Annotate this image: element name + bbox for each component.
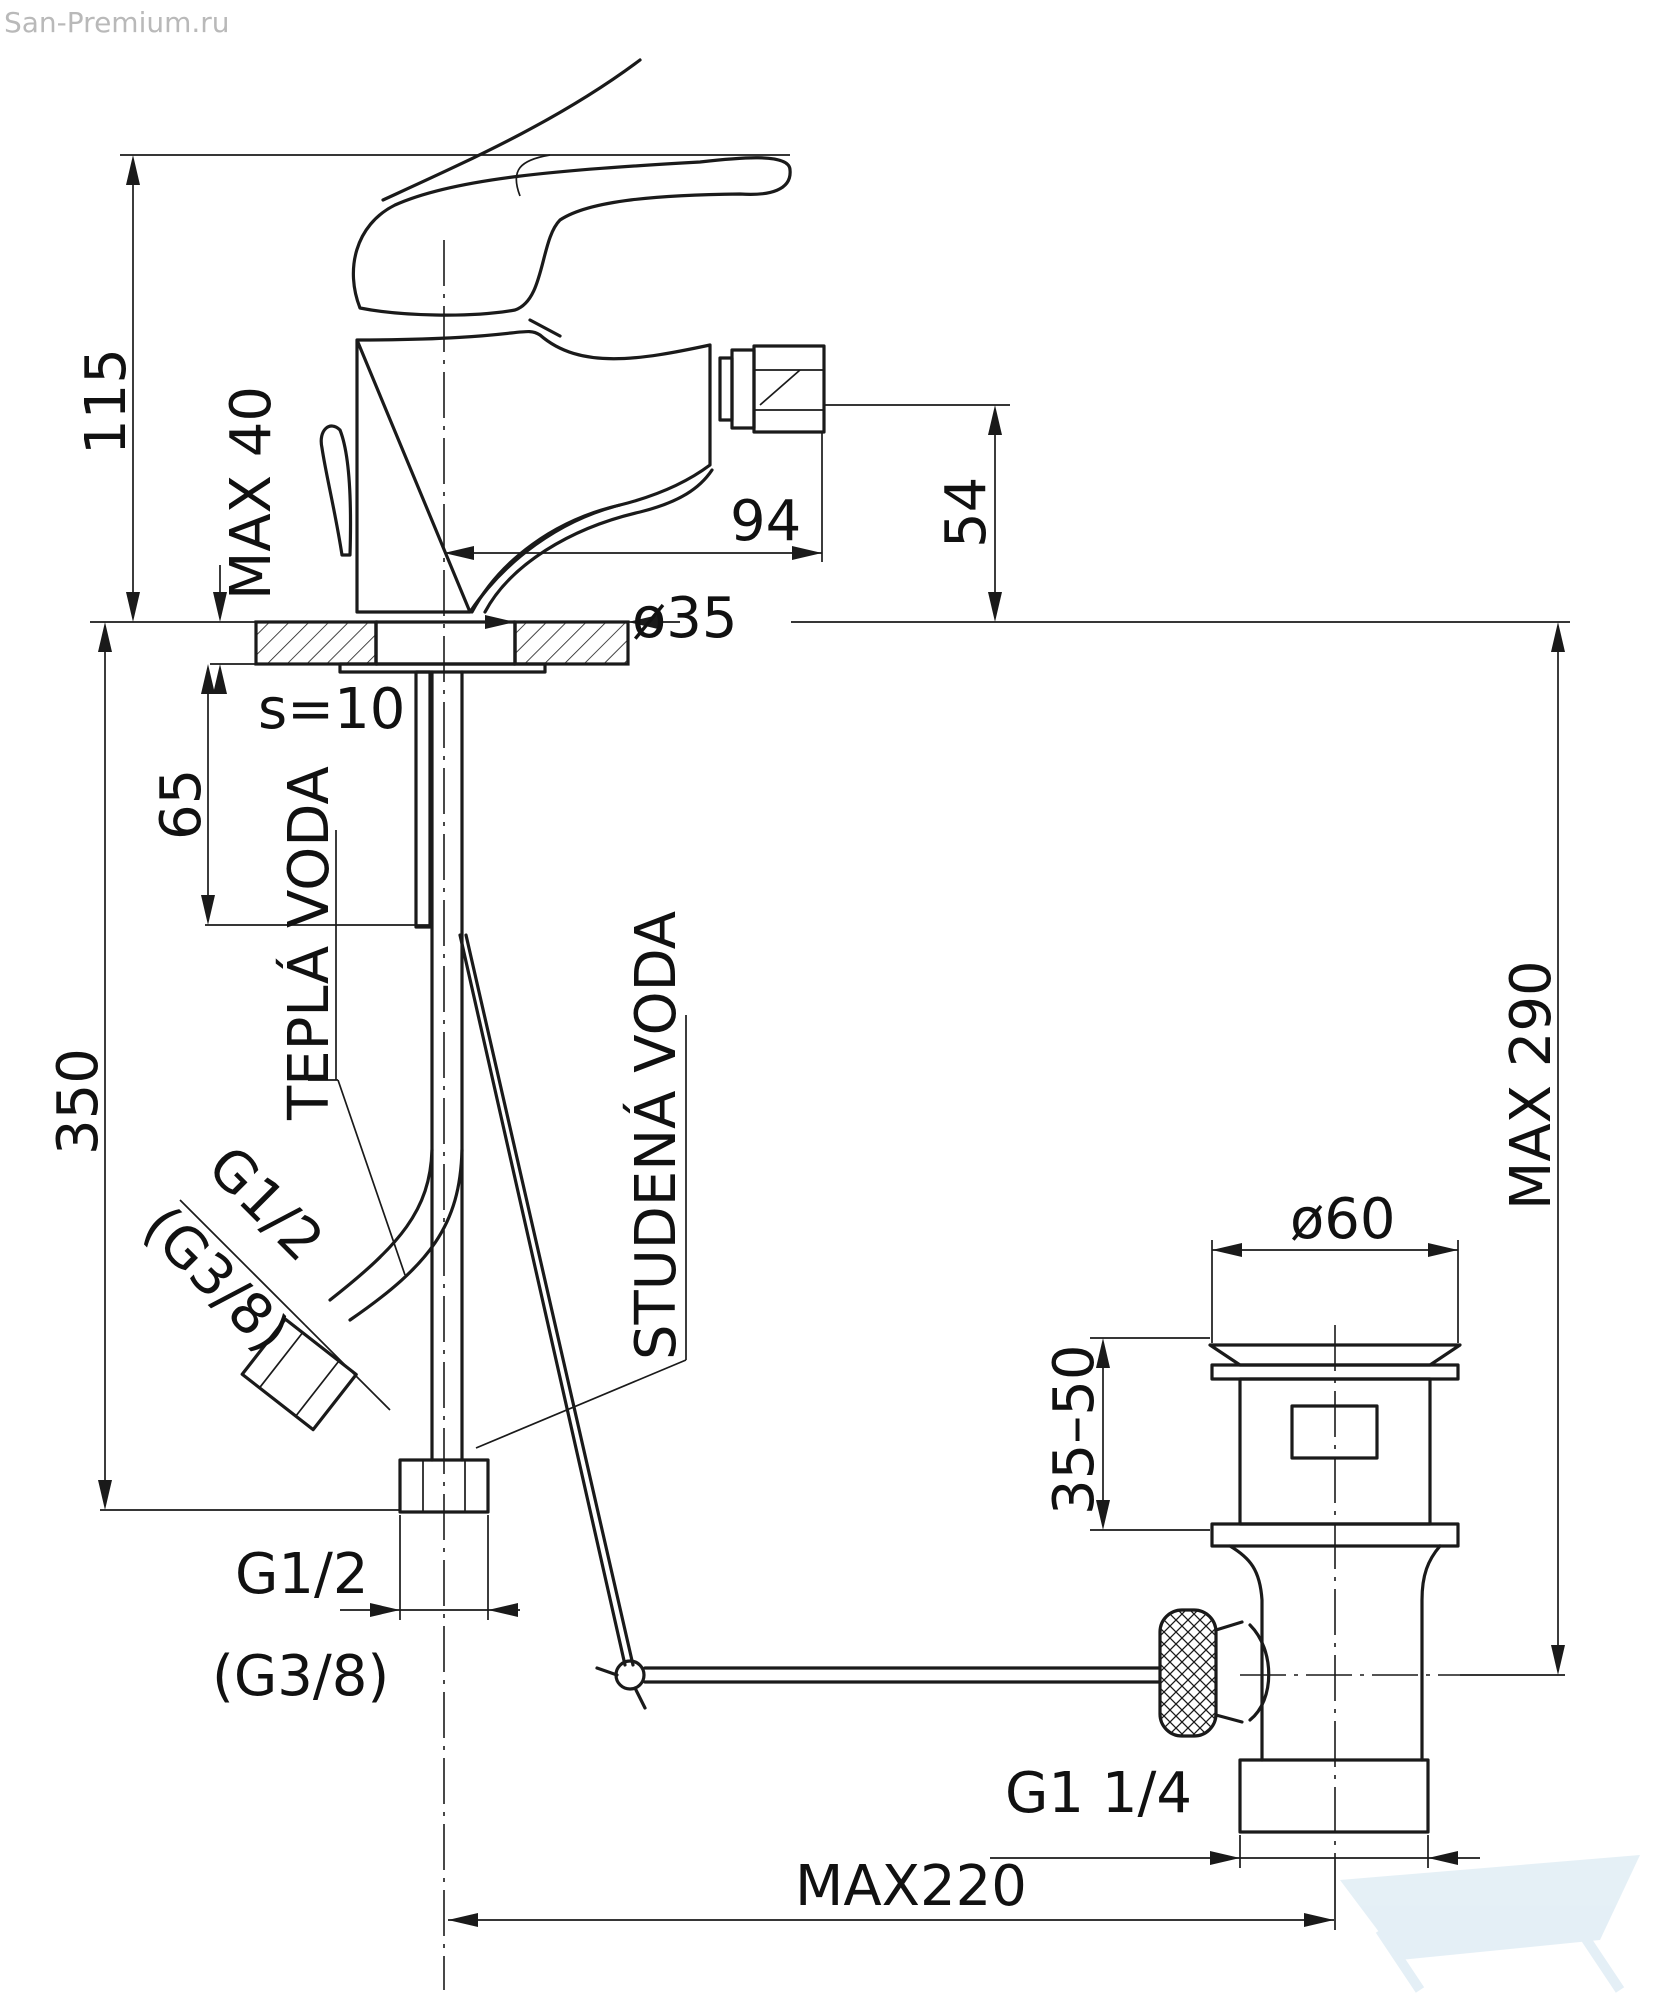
popup-knob bbox=[319, 424, 353, 557]
popup-rod bbox=[458, 933, 1162, 1710]
label-thread-bottom-alt: (G3/8) bbox=[212, 1644, 389, 1709]
label-waste-thread: G1 1/4 bbox=[1005, 1761, 1192, 1826]
deck-section bbox=[254, 620, 630, 674]
dimension-arrows bbox=[98, 155, 1565, 1927]
dim-115: 115 bbox=[74, 348, 139, 455]
dim-drain-height: 35–50 bbox=[1042, 1344, 1107, 1515]
bathtub-logo-icon bbox=[1340, 1855, 1640, 1993]
mixer-body bbox=[355, 329, 714, 614]
dim-94: 94 bbox=[730, 489, 801, 554]
dim-65: 65 bbox=[149, 769, 214, 840]
label-cold-water: STUDENÁ VODA bbox=[624, 911, 689, 1360]
mixer-lever bbox=[351, 58, 792, 338]
dim-drain-diameter: ø60 bbox=[1290, 1187, 1396, 1252]
hoses-and-stud bbox=[240, 670, 490, 1514]
dimension-lines bbox=[90, 154, 1570, 1930]
watermark-text: San-Premium.ru bbox=[4, 6, 230, 39]
dim-max-220: MAX220 bbox=[795, 1854, 1027, 1919]
label-hot-water: TEPLÁ VODA bbox=[277, 766, 342, 1121]
dim-flange-diameter: ø35 bbox=[632, 586, 738, 651]
pop-up-waste bbox=[1158, 1343, 1462, 1834]
dim-max-290: MAX 290 bbox=[1499, 960, 1564, 1210]
spray-outlet bbox=[718, 344, 826, 434]
dim-max-40: MAX 40 bbox=[219, 386, 284, 600]
dim-350: 350 bbox=[46, 1048, 111, 1155]
dim-54: 54 bbox=[934, 477, 999, 548]
dim-washer: s=10 bbox=[258, 677, 405, 742]
label-thread-bottom: G1/2 bbox=[235, 1542, 369, 1607]
